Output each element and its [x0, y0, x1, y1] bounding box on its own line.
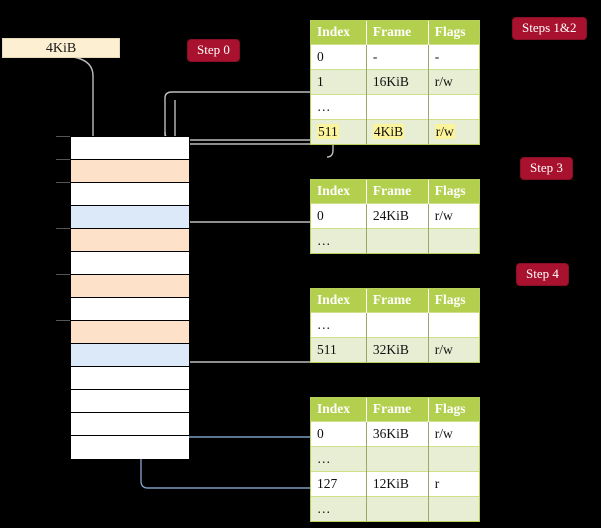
cell-index: 0: [311, 421, 367, 447]
memory-frame-row: [71, 367, 189, 390]
highlight-mark: 4KiB: [372, 124, 405, 139]
table-header-flags: Flags: [428, 180, 479, 204]
step-3-label: Step 3: [521, 158, 572, 179]
table-row: …: [311, 496, 479, 521]
cell-frame: 4KiB: [366, 119, 429, 144]
cell-frame: 16KiB: [366, 69, 429, 95]
memory-tick: [56, 320, 70, 321]
cell-flags: r/w: [428, 203, 479, 229]
cell-flags: r/w: [428, 337, 479, 362]
memory-frame-row: [71, 137, 189, 160]
cell-flags: [428, 446, 479, 472]
memory-frame-row: [71, 321, 189, 344]
memory-frame-row: [71, 390, 189, 413]
step-4-label: Step 4: [517, 264, 568, 285]
table-row: 511 4KiB r/w: [311, 119, 479, 144]
cell-frame: 32KiB: [366, 337, 429, 362]
memory-frame-row: [71, 298, 189, 321]
cell-flags: [428, 228, 479, 253]
memory-frame-row: [71, 206, 189, 229]
table-row: 0--: [311, 44, 479, 70]
memory-frame-row: [71, 436, 189, 459]
cell-index: 0: [311, 203, 367, 229]
table-row: …: [311, 94, 479, 120]
cell-index: 511: [311, 337, 367, 362]
cell-index: …: [311, 446, 367, 472]
table-header-frame: Frame: [366, 21, 429, 45]
table-header-frame: Frame: [366, 398, 429, 422]
cell-frame: 24KiB: [366, 203, 429, 229]
table-header-index: Index: [311, 21, 367, 45]
table-header-flags: Flags: [428, 21, 479, 45]
table-header-flags: Flags: [428, 398, 479, 422]
cell-flags: [428, 496, 479, 521]
table-header-index: Index: [311, 180, 367, 204]
memory-frame-row: [71, 229, 189, 252]
highlight-mark: 511: [317, 124, 339, 139]
cell-frame: [366, 228, 429, 253]
memory-frame-row: [71, 160, 189, 183]
cell-flags: r/w: [428, 421, 479, 447]
cell-flags: r: [428, 471, 479, 497]
cell-flags: [428, 94, 479, 120]
cell-index: 511: [311, 119, 367, 144]
table-header-frame: Frame: [366, 289, 429, 313]
table-header-flags: Flags: [428, 289, 479, 313]
memory-tick: [56, 136, 70, 137]
table-header-frame: Frame: [366, 180, 429, 204]
cell-index: 0: [311, 44, 367, 70]
cell-flags: [428, 312, 479, 338]
cell-frame: [366, 94, 429, 120]
cell-index: …: [311, 228, 367, 253]
cell-frame: 12KiB: [366, 471, 429, 497]
cell-frame: [366, 446, 429, 472]
steps-1-2-label: Steps 1&2: [513, 18, 586, 39]
table-header-index: Index: [311, 398, 367, 422]
cell-flags: r/w: [428, 119, 479, 144]
cell-index: …: [311, 496, 367, 521]
cell-index: 1: [311, 69, 367, 95]
cell-frame: -: [366, 44, 429, 70]
step-0-label: Step 0: [188, 40, 239, 61]
cell-frame: [366, 312, 429, 338]
memory-frame-row: [71, 275, 189, 298]
memory-frame-row: [71, 252, 189, 275]
frame-size-banner: 4KiB: [2, 38, 120, 58]
table-row: …: [311, 228, 479, 253]
memory-frame-row: [71, 344, 189, 367]
cell-frame: 36KiB: [366, 421, 429, 447]
memory-frame-row: [71, 183, 189, 206]
table-header-index: Index: [311, 289, 367, 313]
cell-frame: [366, 496, 429, 521]
table-row: …: [311, 312, 479, 338]
cell-flags: r/w: [428, 69, 479, 95]
memory-tick: [56, 274, 70, 275]
cell-index: …: [311, 312, 367, 338]
physical-memory-column: [70, 136, 190, 459]
memory-frame-row: [71, 413, 189, 436]
table-row: …: [311, 446, 479, 472]
memory-tick: [56, 159, 70, 160]
memory-tick: [56, 228, 70, 229]
highlight-mark: r/w: [434, 124, 455, 139]
cell-index: 127: [311, 471, 367, 497]
cell-flags: -: [428, 44, 479, 70]
memory-tick: [56, 182, 70, 183]
cell-index: …: [311, 94, 367, 120]
